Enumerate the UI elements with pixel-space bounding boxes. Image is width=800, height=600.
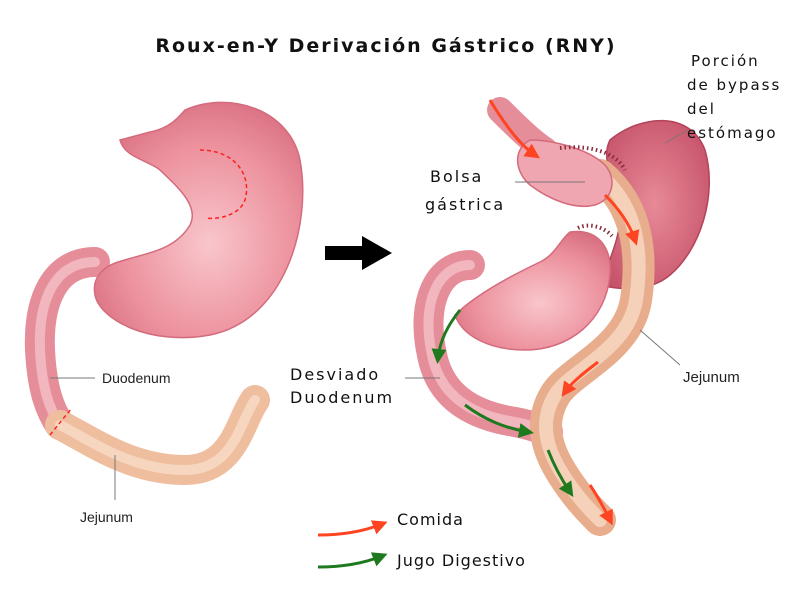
staple-line-bottom: [577, 223, 614, 238]
juice-arrow-1: [431, 309, 462, 364]
diagram-title: Roux-en-Y Derivación Gástrico (RNY): [155, 35, 616, 57]
left-cut-line-intestine: [49, 407, 73, 436]
label-duodenum: Duodenum: [102, 370, 171, 386]
label-porcion-4: estómago: [687, 124, 778, 142]
label-porcion-1: Porción: [691, 52, 760, 70]
food-arrow-4: [588, 484, 613, 526]
label-bolsa-2: gástrica: [425, 195, 505, 214]
label-desviado-1: Desviado: [290, 365, 380, 384]
food-arrow-3: [561, 360, 599, 397]
legend-food-arrow: [317, 520, 388, 537]
label-jejunum-left: Jejunum: [80, 509, 133, 525]
gastric-pouch: [516, 139, 613, 207]
legend-juice-label: Jugo Digestivo: [396, 551, 526, 570]
label-jejunum-right: Jejunum: [683, 369, 740, 386]
legend-juice-arrow: [317, 552, 388, 569]
food-arrow-1: [488, 99, 540, 159]
lower-stomach: [454, 230, 611, 351]
transition-arrow: [325, 236, 392, 270]
label-porcion-3: del: [687, 100, 716, 118]
juice-arrow-3: [546, 449, 574, 497]
legend-food-label: Comida: [397, 510, 464, 529]
juice-arrow-2: [464, 403, 534, 438]
left-cut-line-stomach: [199, 149, 248, 220]
label-bolsa-1: Bolsa: [430, 167, 483, 186]
label-porcion-2: de bypass: [687, 76, 781, 94]
label-desviado-2: Duodenum: [290, 388, 394, 407]
food-arrow-2: [603, 193, 640, 246]
left-stomach: [93, 101, 304, 339]
legend: Comida Jugo Digestivo: [317, 510, 526, 570]
rny-anatomy: Bolsa gástrica Porción de bypass del est…: [290, 52, 781, 536]
normal-anatomy: Duodenum Jejunum: [24, 101, 304, 525]
